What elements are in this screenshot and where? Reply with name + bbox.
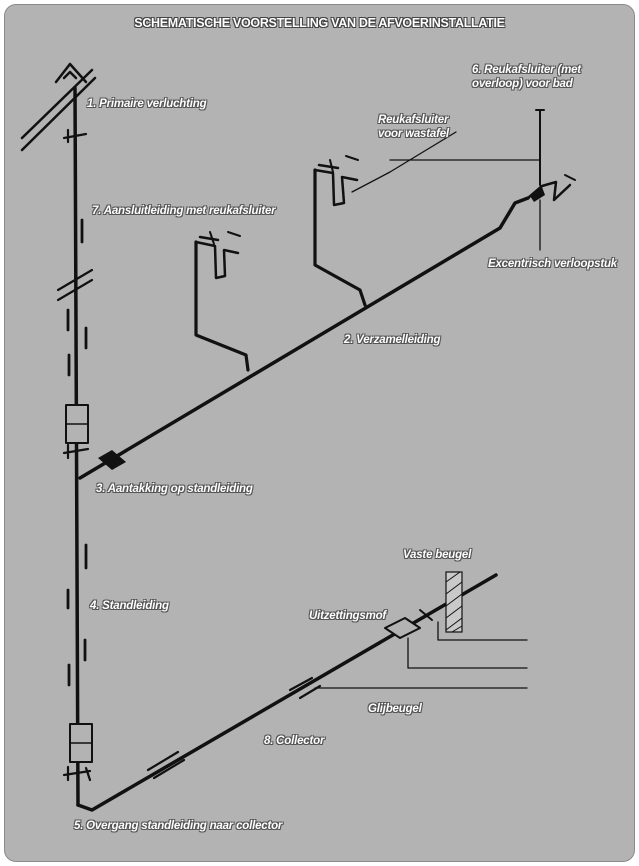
aansluitleiding-branch [194,240,250,372]
aantakking-fitting [98,450,126,470]
label-standleiding: 4. Standleiding [90,600,169,612]
verzamelleiding-pipe [78,196,530,480]
diagram-title: SCHEMATISCHE VOORSTELLING VAN DE AFVOERI… [134,16,505,30]
label-primaire-verluchting: 1. Primaire verluchting [87,98,207,110]
label-reukafsluiter-bad-2: overloop) voor bad [472,78,573,90]
label-uitzettingsmof: Uitzettingsmof [309,610,387,622]
label-vaste-beugel: Vaste beugel [403,549,472,561]
collector-pipe [76,573,498,812]
standleiding-pipe [73,86,80,807]
wastafel-branch [313,168,367,307]
label-reukafsluiter-wastafel-2: voor wastafel [378,128,449,140]
label-excentrisch: Excentrisch verloopstuk [488,258,617,270]
label-overgang: 5. Overgang standleiding naar collector [74,820,283,832]
label-glijbeugel: Glijbeugel [368,703,422,715]
label-verzamelleiding: 2. Verzamelleiding [344,334,441,346]
label-aantakking: 3. Aantakking op standleiding [96,483,253,495]
diagram-panel [4,4,635,862]
label-reukafsluiter-bad-1: 6. Reukafsluiter (met [472,64,581,76]
roof-vent-cap [20,62,97,152]
vaste-beugel-wall [445,571,463,633]
bath-trap [526,180,572,202]
label-aansluitleiding: 7. Aansluitleiding met reukafsluiter [92,205,276,217]
label-reukafsluiter-wastafel-1: Reukafsluiter [378,114,449,126]
label-collector: 8. Collector [264,735,325,747]
